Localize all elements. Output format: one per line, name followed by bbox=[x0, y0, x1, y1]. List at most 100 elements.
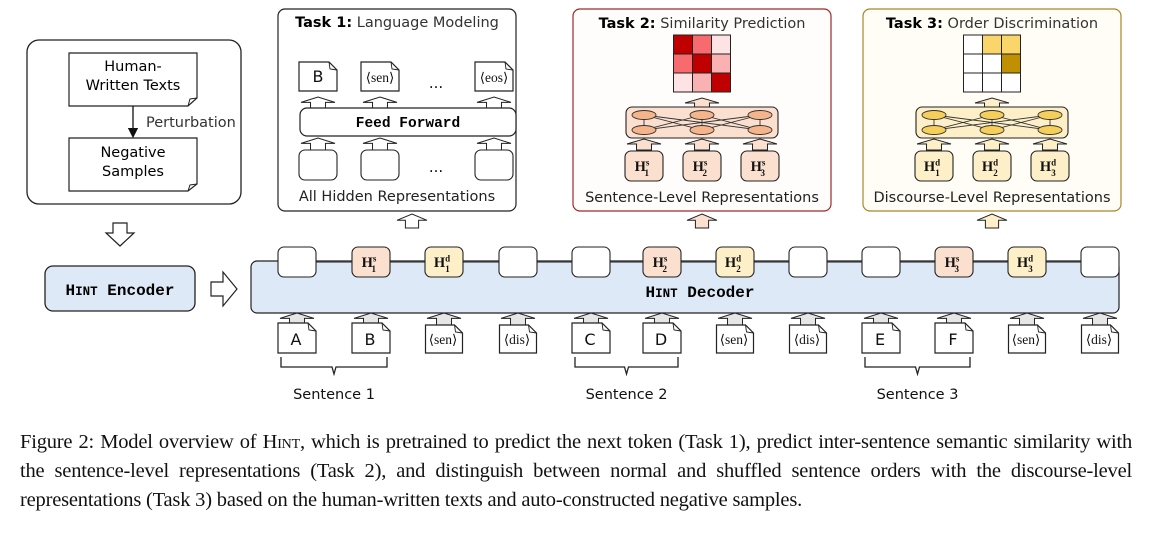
up-arrow-icon bbox=[684, 97, 720, 110]
matrix-cell bbox=[692, 34, 712, 55]
feed-forward-label: Feed Forward bbox=[356, 116, 460, 132]
decoder-hidden-state bbox=[642, 246, 682, 278]
network-node bbox=[979, 110, 1005, 120]
matrix-cell bbox=[963, 72, 983, 93]
output-token bbox=[360, 61, 400, 92]
ellipsis: ... bbox=[429, 158, 443, 176]
down-hollow-arrow-icon bbox=[104, 222, 136, 247]
output-token-label: ⟨eos⟩ bbox=[480, 70, 509, 85]
network-edge bbox=[933, 114, 1051, 131]
order-matrix bbox=[963, 34, 1021, 93]
to-task2-arrow-icon bbox=[686, 213, 718, 229]
sentence-label: Sentence 1 bbox=[293, 387, 375, 403]
negative-samples-doc: Negative Samples bbox=[68, 137, 198, 192]
to-task1-arrow-icon bbox=[396, 213, 428, 229]
decoder-hidden-state bbox=[1007, 246, 1047, 278]
input-up-arrow-icon bbox=[790, 312, 826, 326]
input-token-label: ⟨dis⟩ bbox=[504, 332, 530, 347]
task2-footer: Sentence-Level Representations bbox=[585, 190, 819, 206]
input-up-arrow-icon bbox=[353, 312, 389, 326]
input-token-label: D bbox=[655, 330, 667, 349]
decoder-hidden-state bbox=[934, 246, 974, 278]
matrix-cell bbox=[982, 72, 1002, 93]
page-fold bbox=[390, 61, 400, 71]
similarity-matrix bbox=[673, 34, 731, 93]
up-arrow-icon bbox=[1032, 138, 1068, 151]
input-token-label: ⟨dis⟩ bbox=[1086, 332, 1112, 347]
feed-forward-block bbox=[299, 107, 517, 137]
up-arrow-icon bbox=[916, 138, 952, 151]
input-up-arrow-icon bbox=[863, 312, 899, 326]
rep-box bbox=[740, 150, 780, 182]
sentence-label: Sentence 2 bbox=[586, 387, 668, 403]
negative-samples-line2: Samples bbox=[102, 164, 164, 180]
matrix-cell bbox=[673, 53, 693, 74]
rep-box bbox=[624, 150, 664, 182]
hint-encoder: HINT Encoder bbox=[44, 265, 196, 312]
decoder-hidden-state bbox=[351, 246, 391, 278]
up-arrow-icon bbox=[684, 138, 720, 151]
page-fold bbox=[1037, 324, 1046, 334]
network-node bbox=[747, 125, 773, 135]
task1-footer: All Hidden Representations bbox=[299, 189, 495, 205]
task1-title: Task 1: Language Modeling bbox=[295, 15, 499, 31]
data-panel: Human- Written Texts Perturbation Negati… bbox=[26, 39, 242, 205]
decoder-hidden-state bbox=[277, 246, 317, 278]
input-up-arrow-icon bbox=[1082, 312, 1118, 326]
input-up-arrow-icon bbox=[573, 312, 609, 326]
decoder-hidden-state bbox=[715, 246, 755, 278]
input-up-arrow-icon bbox=[279, 312, 315, 326]
task3-network bbox=[915, 97, 1069, 139]
page-fold bbox=[601, 322, 611, 332]
matrix-cell bbox=[1001, 72, 1021, 93]
rep-box bbox=[682, 150, 722, 182]
hidden-rep-box bbox=[360, 149, 400, 181]
matrix-cell bbox=[711, 53, 731, 74]
sentence-brace bbox=[574, 357, 679, 377]
decoder-hidden-state bbox=[498, 246, 538, 278]
page-fold bbox=[745, 324, 754, 334]
input-token bbox=[788, 324, 828, 354]
negative-samples-line1: Negative bbox=[100, 145, 165, 161]
to-task3-arrow-icon bbox=[976, 213, 1008, 229]
page-fold bbox=[964, 322, 974, 332]
page-fold bbox=[891, 322, 901, 332]
output-token-label: B bbox=[313, 67, 324, 86]
page-fold bbox=[328, 61, 338, 71]
network-node bbox=[921, 110, 947, 120]
matrix-cell bbox=[982, 34, 1002, 55]
figure-caption: Figure 2: Model overview of Hint, which … bbox=[20, 431, 1132, 511]
network-node bbox=[689, 110, 715, 120]
human-texts-line2: Written Texts bbox=[86, 78, 181, 94]
page-fold bbox=[381, 322, 391, 332]
input-token-label: C bbox=[584, 330, 595, 349]
output-token bbox=[298, 61, 338, 92]
ellipsis: ... bbox=[429, 74, 443, 92]
input-up-arrow-icon bbox=[426, 312, 462, 326]
up-arrow-icon bbox=[300, 137, 336, 151]
input-token bbox=[498, 324, 538, 354]
matrix-cell bbox=[963, 53, 983, 74]
input-token-label: ⟨sen⟩ bbox=[720, 332, 749, 347]
up-arrow-icon bbox=[476, 96, 512, 110]
decoder-label: HINT Decoder bbox=[646, 284, 755, 302]
rep-box bbox=[972, 150, 1012, 182]
sentence-brace bbox=[864, 357, 971, 377]
input-token-label: B bbox=[365, 330, 376, 349]
matrix-cell bbox=[673, 72, 693, 93]
encoder-label: HINT Encoder bbox=[66, 282, 175, 300]
input-token bbox=[861, 322, 901, 354]
